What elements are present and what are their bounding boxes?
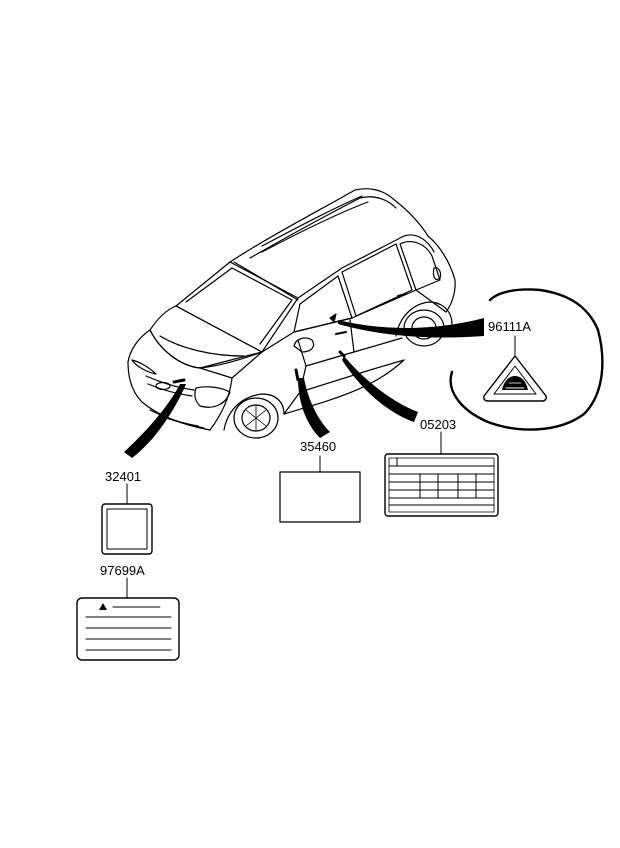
leader-lines xyxy=(126,335,516,599)
leader-wedge-05203 xyxy=(342,356,418,422)
blank-label-35460 xyxy=(279,471,361,523)
warning-triangle-label xyxy=(483,355,547,402)
highlight-circle xyxy=(449,288,604,431)
part-number-32401: 32401 xyxy=(105,469,142,484)
leader-wedges xyxy=(124,318,484,458)
part-number-96111A: 96111A xyxy=(488,319,531,334)
part-number-97699A: 97699A xyxy=(100,563,145,578)
leader-wedge-35460 xyxy=(298,378,330,438)
square-label-32401 xyxy=(101,503,153,555)
caution-label-97699A xyxy=(76,597,180,661)
leader-wedge-96111A xyxy=(338,318,484,338)
tire-info-label xyxy=(384,453,499,517)
vehicle-illustration xyxy=(127,188,456,439)
part-number-35460: 35460 xyxy=(300,439,337,454)
part-number-05203: 05203 xyxy=(420,417,457,432)
leader-wedge-32401 xyxy=(124,384,186,458)
